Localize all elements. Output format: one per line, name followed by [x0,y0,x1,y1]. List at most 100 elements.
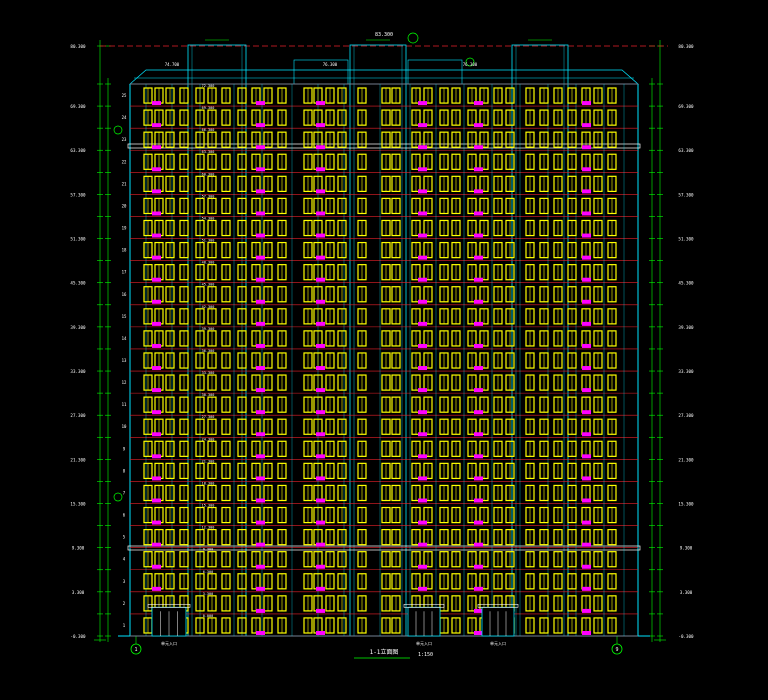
balcony-rail [582,343,591,348]
balcony-rail [474,520,483,525]
balcony-rail [582,388,591,393]
balcony-rail [256,123,265,128]
balcony-rail [152,321,161,326]
entrance-canopy [147,603,191,608]
tower-level-mark: 30.300 [202,393,215,397]
level-mark-left: 57.300 [70,192,86,197]
balcony-rail [152,101,161,106]
level-mark-left: 21.300 [70,457,86,462]
level-mark-right: -0.300 [678,634,694,639]
floor-number: 14 [122,336,127,341]
balcony-rail [418,211,427,216]
balcony-rail [316,277,325,282]
balcony-rail [152,476,161,481]
balcony-rail [418,498,427,503]
tower-level-mark: 9.300 [203,548,214,552]
level-mark-left: 15.300 [70,502,86,507]
floor-number: 4 [123,557,126,562]
balcony-rail [256,211,265,216]
balcony-rail [582,476,591,481]
balcony-rail [152,343,161,348]
balcony-rail [256,476,265,481]
balcony-rail [418,145,427,150]
floor-number: 1 [123,623,126,628]
balcony-rail [418,343,427,348]
balcony-rail [474,123,483,128]
balcony-rail [474,564,483,569]
balcony-rail [582,211,591,216]
drawing-scale: 1:150 [418,652,433,658]
entrance-label: 单元入口 [416,640,432,646]
balcony-rail [152,167,161,172]
balcony-rail [152,520,161,525]
balcony-rail [256,343,265,348]
level-mark-left: 3.300 [72,590,85,595]
balcony-rail [152,255,161,260]
facade-band-2 [127,545,641,551]
balcony-rail [474,189,483,194]
balcony-rail [256,564,265,569]
level-mark-left: 80.300 [70,44,86,49]
balcony-rail [418,167,427,172]
balcony-rail [582,608,591,613]
balcony-rail [256,608,265,613]
floor-number: 2 [123,601,126,606]
floor-number: 16 [122,292,127,297]
balcony-rail [582,189,591,194]
balcony-rail [474,410,483,415]
floor-number: 10 [122,424,127,429]
tower-level-mark: 0.000 [203,614,214,618]
balcony-rail [582,366,591,371]
balcony-rail [474,167,483,172]
level-mark-left: 45.300 [70,281,86,286]
level-mark-left: 51.300 [70,237,86,242]
balcony-rail [474,542,483,547]
balcony-rail [418,432,427,437]
balcony-rail [474,366,483,371]
balcony-rail [474,631,483,635]
balcony-rail [152,586,161,591]
building-elevation [100,44,668,637]
balcony-rail [474,277,483,282]
elevation-symbol [465,57,475,67]
balcony-rail [418,255,427,260]
level-mark-left: -0.300 [70,634,86,639]
entrance-label: 单元入口 [161,640,177,646]
level-mark-right: 3.300 [680,590,693,595]
balcony-rail [152,388,161,393]
balcony-rail [474,233,483,238]
balcony-rail [582,167,591,172]
balcony-rail [152,498,161,503]
floor-number: 20 [122,203,127,208]
entrance-canopy [403,603,445,608]
floor-number: 3 [123,579,126,584]
level-mark-left: 9.300 [72,546,85,551]
balcony-rail [316,101,325,106]
balcony-rail [418,189,427,194]
balcony-rail [256,454,265,459]
floor-number: 13 [122,358,127,363]
level-mark-right: 9.300 [680,546,693,551]
balcony-rail [582,321,591,326]
balcony-rail [582,255,591,260]
balcony-rail [152,233,161,238]
balcony-rail [152,410,161,415]
balcony-rail [256,520,265,525]
level-mark-right: 57.300 [678,192,694,197]
balcony-rail [418,101,427,106]
balcony-rail [474,255,483,260]
balcony-rail [418,520,427,525]
balcony-rail [316,608,325,613]
level-mark-right: 63.300 [678,148,694,153]
balcony-rail [256,432,265,437]
balcony-rail [418,542,427,547]
balcony-rail [316,167,325,172]
roof-mark: 74.700 [165,62,180,67]
balcony-rail [474,476,483,481]
balcony-rail [474,454,483,459]
balcony-rail [582,299,591,304]
balcony-rail [316,255,325,260]
balcony-rail [256,388,265,393]
level-mark-right: 80.300 [678,44,694,49]
elevation-symbol [113,125,123,135]
